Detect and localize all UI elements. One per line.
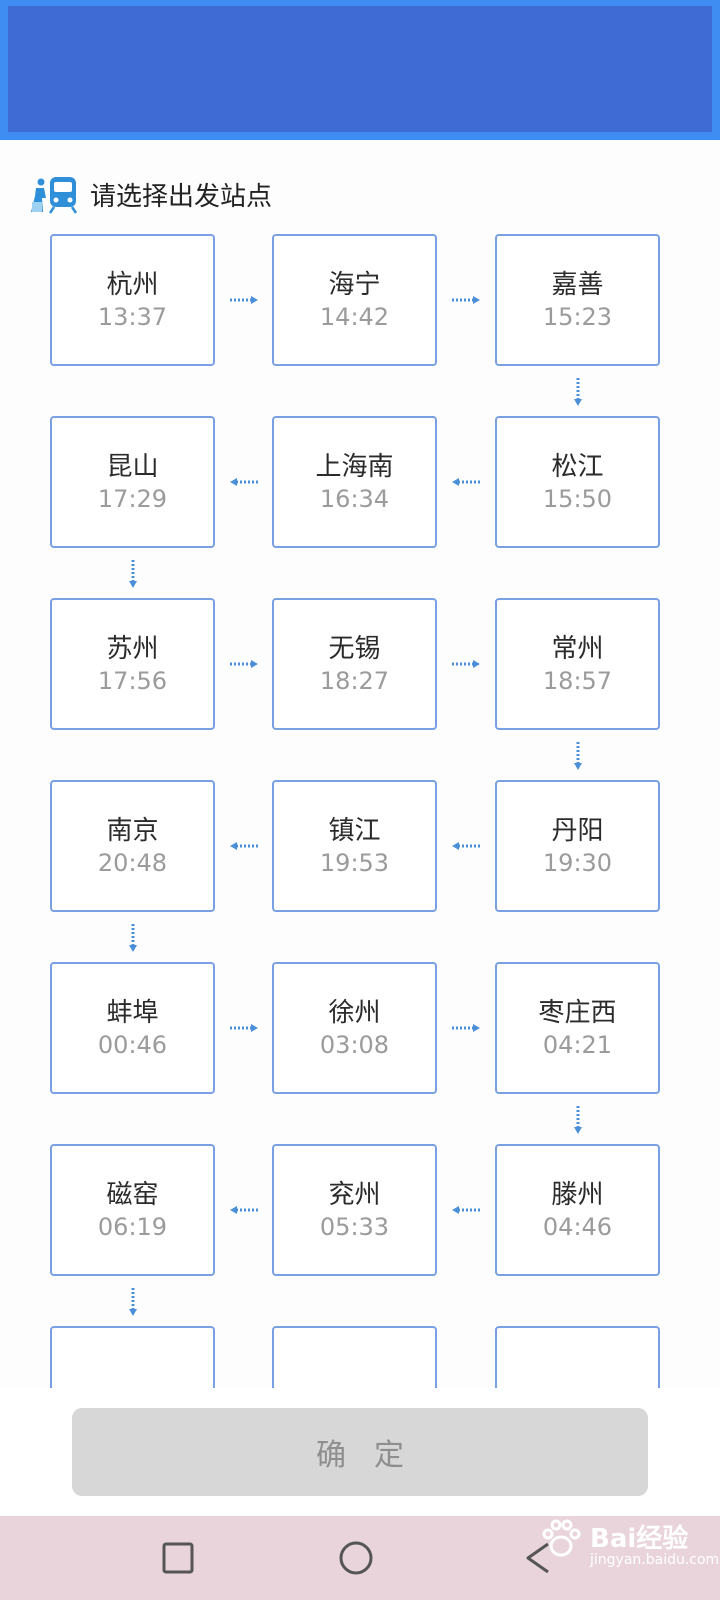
station-name: 徐州 bbox=[328, 998, 381, 1028]
station-time: 05:33 bbox=[319, 1213, 390, 1241]
station-name: 苏州 bbox=[106, 634, 159, 664]
station-time: 17:29 bbox=[97, 485, 168, 513]
arrow-down-icon bbox=[572, 1104, 584, 1136]
station-time: 00:46 bbox=[97, 1031, 168, 1059]
station-card[interactable]: 磁窑 06:19 bbox=[50, 1144, 215, 1276]
station-card[interactable]: 嘉善 15:23 bbox=[495, 234, 660, 366]
arrow-down-icon bbox=[572, 740, 584, 772]
station-name: 南京 bbox=[106, 816, 159, 846]
station-name: 杭州 bbox=[106, 270, 159, 300]
station-card[interactable]: 昆山 17:29 bbox=[50, 416, 215, 548]
station-card[interactable]: 无锡 18:27 bbox=[272, 598, 437, 730]
station-card[interactable] bbox=[50, 1326, 215, 1388]
station-name: 镇江 bbox=[328, 816, 381, 846]
arrow-down-icon bbox=[572, 376, 584, 408]
train-passenger-icon bbox=[31, 177, 78, 214]
station-name: 嘉善 bbox=[551, 270, 604, 300]
watermark: Bai经验 jingyan.baidu.com bbox=[520, 1510, 719, 1570]
station-card[interactable] bbox=[495, 1326, 660, 1388]
station-card[interactable]: 苏州 17:56 bbox=[50, 598, 215, 730]
arrow-right-icon bbox=[228, 294, 260, 306]
triangle-back-icon[interactable] bbox=[518, 1536, 562, 1580]
station-name: 上海南 bbox=[315, 452, 394, 482]
station-time: 03:08 bbox=[319, 1031, 390, 1059]
station-name: 无锡 bbox=[328, 634, 381, 664]
top-app-bar-inner bbox=[8, 6, 712, 132]
station-time: 04:21 bbox=[542, 1031, 613, 1059]
station-card[interactable] bbox=[272, 1326, 437, 1388]
arrow-left-icon bbox=[228, 840, 260, 852]
arrow-down-icon bbox=[127, 558, 139, 590]
station-card[interactable]: 常州 18:57 bbox=[495, 598, 660, 730]
station-card[interactable]: 蚌埠 00:46 bbox=[50, 962, 215, 1094]
section-header: 请选择出发站点 bbox=[30, 174, 272, 214]
arrow-right-icon bbox=[450, 294, 482, 306]
station-time: 20:48 bbox=[97, 849, 168, 877]
station-name: 兖州 bbox=[328, 1180, 381, 1210]
station-name: 滕州 bbox=[551, 1180, 604, 1210]
station-card[interactable]: 上海南 16:34 bbox=[272, 416, 437, 548]
station-card[interactable]: 南京 20:48 bbox=[50, 780, 215, 912]
station-list-area[interactable]: 请选择出发站点 杭州 13:37 海宁 14:42 嘉善 15:23 松江 15:50 上海南 1… bbox=[0, 140, 720, 1388]
station-time: 19:30 bbox=[542, 849, 613, 877]
station-time: 14:42 bbox=[319, 303, 390, 331]
watermark-url: jingyan.baidu.com bbox=[590, 1552, 720, 1568]
arrow-right-icon bbox=[228, 1022, 260, 1034]
watermark-brand: Bai经验 bbox=[590, 1524, 689, 1554]
station-name: 丹阳 bbox=[551, 816, 604, 846]
arrow-right-icon bbox=[228, 658, 260, 670]
station-card[interactable]: 徐州 03:08 bbox=[272, 962, 437, 1094]
station-time: 15:23 bbox=[542, 303, 613, 331]
station-time: 19:53 bbox=[319, 849, 390, 877]
station-name: 蚌埠 bbox=[106, 998, 159, 1028]
station-name: 磁窑 bbox=[106, 1180, 159, 1210]
station-card[interactable]: 滕州 04:46 bbox=[495, 1144, 660, 1276]
station-time: 15:50 bbox=[542, 485, 613, 513]
station-card[interactable]: 海宁 14:42 bbox=[272, 234, 437, 366]
station-name: 常州 bbox=[551, 634, 604, 664]
station-time: 17:56 bbox=[97, 667, 168, 695]
footer: 确定 bbox=[0, 1388, 720, 1516]
station-time: 13:37 bbox=[97, 303, 168, 331]
station-time: 06:19 bbox=[97, 1213, 168, 1241]
arrow-left-icon bbox=[450, 476, 482, 488]
arrow-left-icon bbox=[228, 476, 260, 488]
station-card[interactable]: 兖州 05:33 bbox=[272, 1144, 437, 1276]
station-card[interactable]: 松江 15:50 bbox=[495, 416, 660, 548]
arrow-right-icon bbox=[450, 1022, 482, 1034]
station-name: 海宁 bbox=[328, 270, 381, 300]
section-title: 请选择出发站点 bbox=[90, 181, 273, 212]
station-time: 18:57 bbox=[542, 667, 613, 695]
station-card[interactable]: 杭州 13:37 bbox=[50, 234, 215, 366]
paw-logo-icon bbox=[542, 1519, 581, 1557]
station-time: 04:46 bbox=[542, 1213, 613, 1241]
station-card[interactable]: 镇江 19:53 bbox=[272, 780, 437, 912]
circle-icon[interactable] bbox=[334, 1536, 378, 1580]
station-card[interactable]: 丹阳 19:30 bbox=[495, 780, 660, 912]
station-name: 枣庄西 bbox=[538, 998, 617, 1028]
arrow-down-icon bbox=[127, 922, 139, 954]
arrow-right-icon bbox=[450, 658, 482, 670]
system-nav-bar bbox=[0, 1516, 720, 1600]
station-time: 16:34 bbox=[319, 485, 390, 513]
arrow-left-icon bbox=[450, 840, 482, 852]
station-time: 18:27 bbox=[319, 667, 390, 695]
top-app-bar bbox=[0, 0, 720, 140]
station-name: 昆山 bbox=[106, 452, 159, 482]
arrow-left-icon bbox=[228, 1204, 260, 1216]
square-icon[interactable] bbox=[156, 1536, 200, 1580]
arrow-down-icon bbox=[127, 1286, 139, 1318]
confirm-button[interactable]: 确定 bbox=[72, 1408, 648, 1496]
arrow-left-icon bbox=[450, 1204, 482, 1216]
station-card[interactable]: 枣庄西 04:21 bbox=[495, 962, 660, 1094]
station-name: 松江 bbox=[551, 452, 604, 482]
